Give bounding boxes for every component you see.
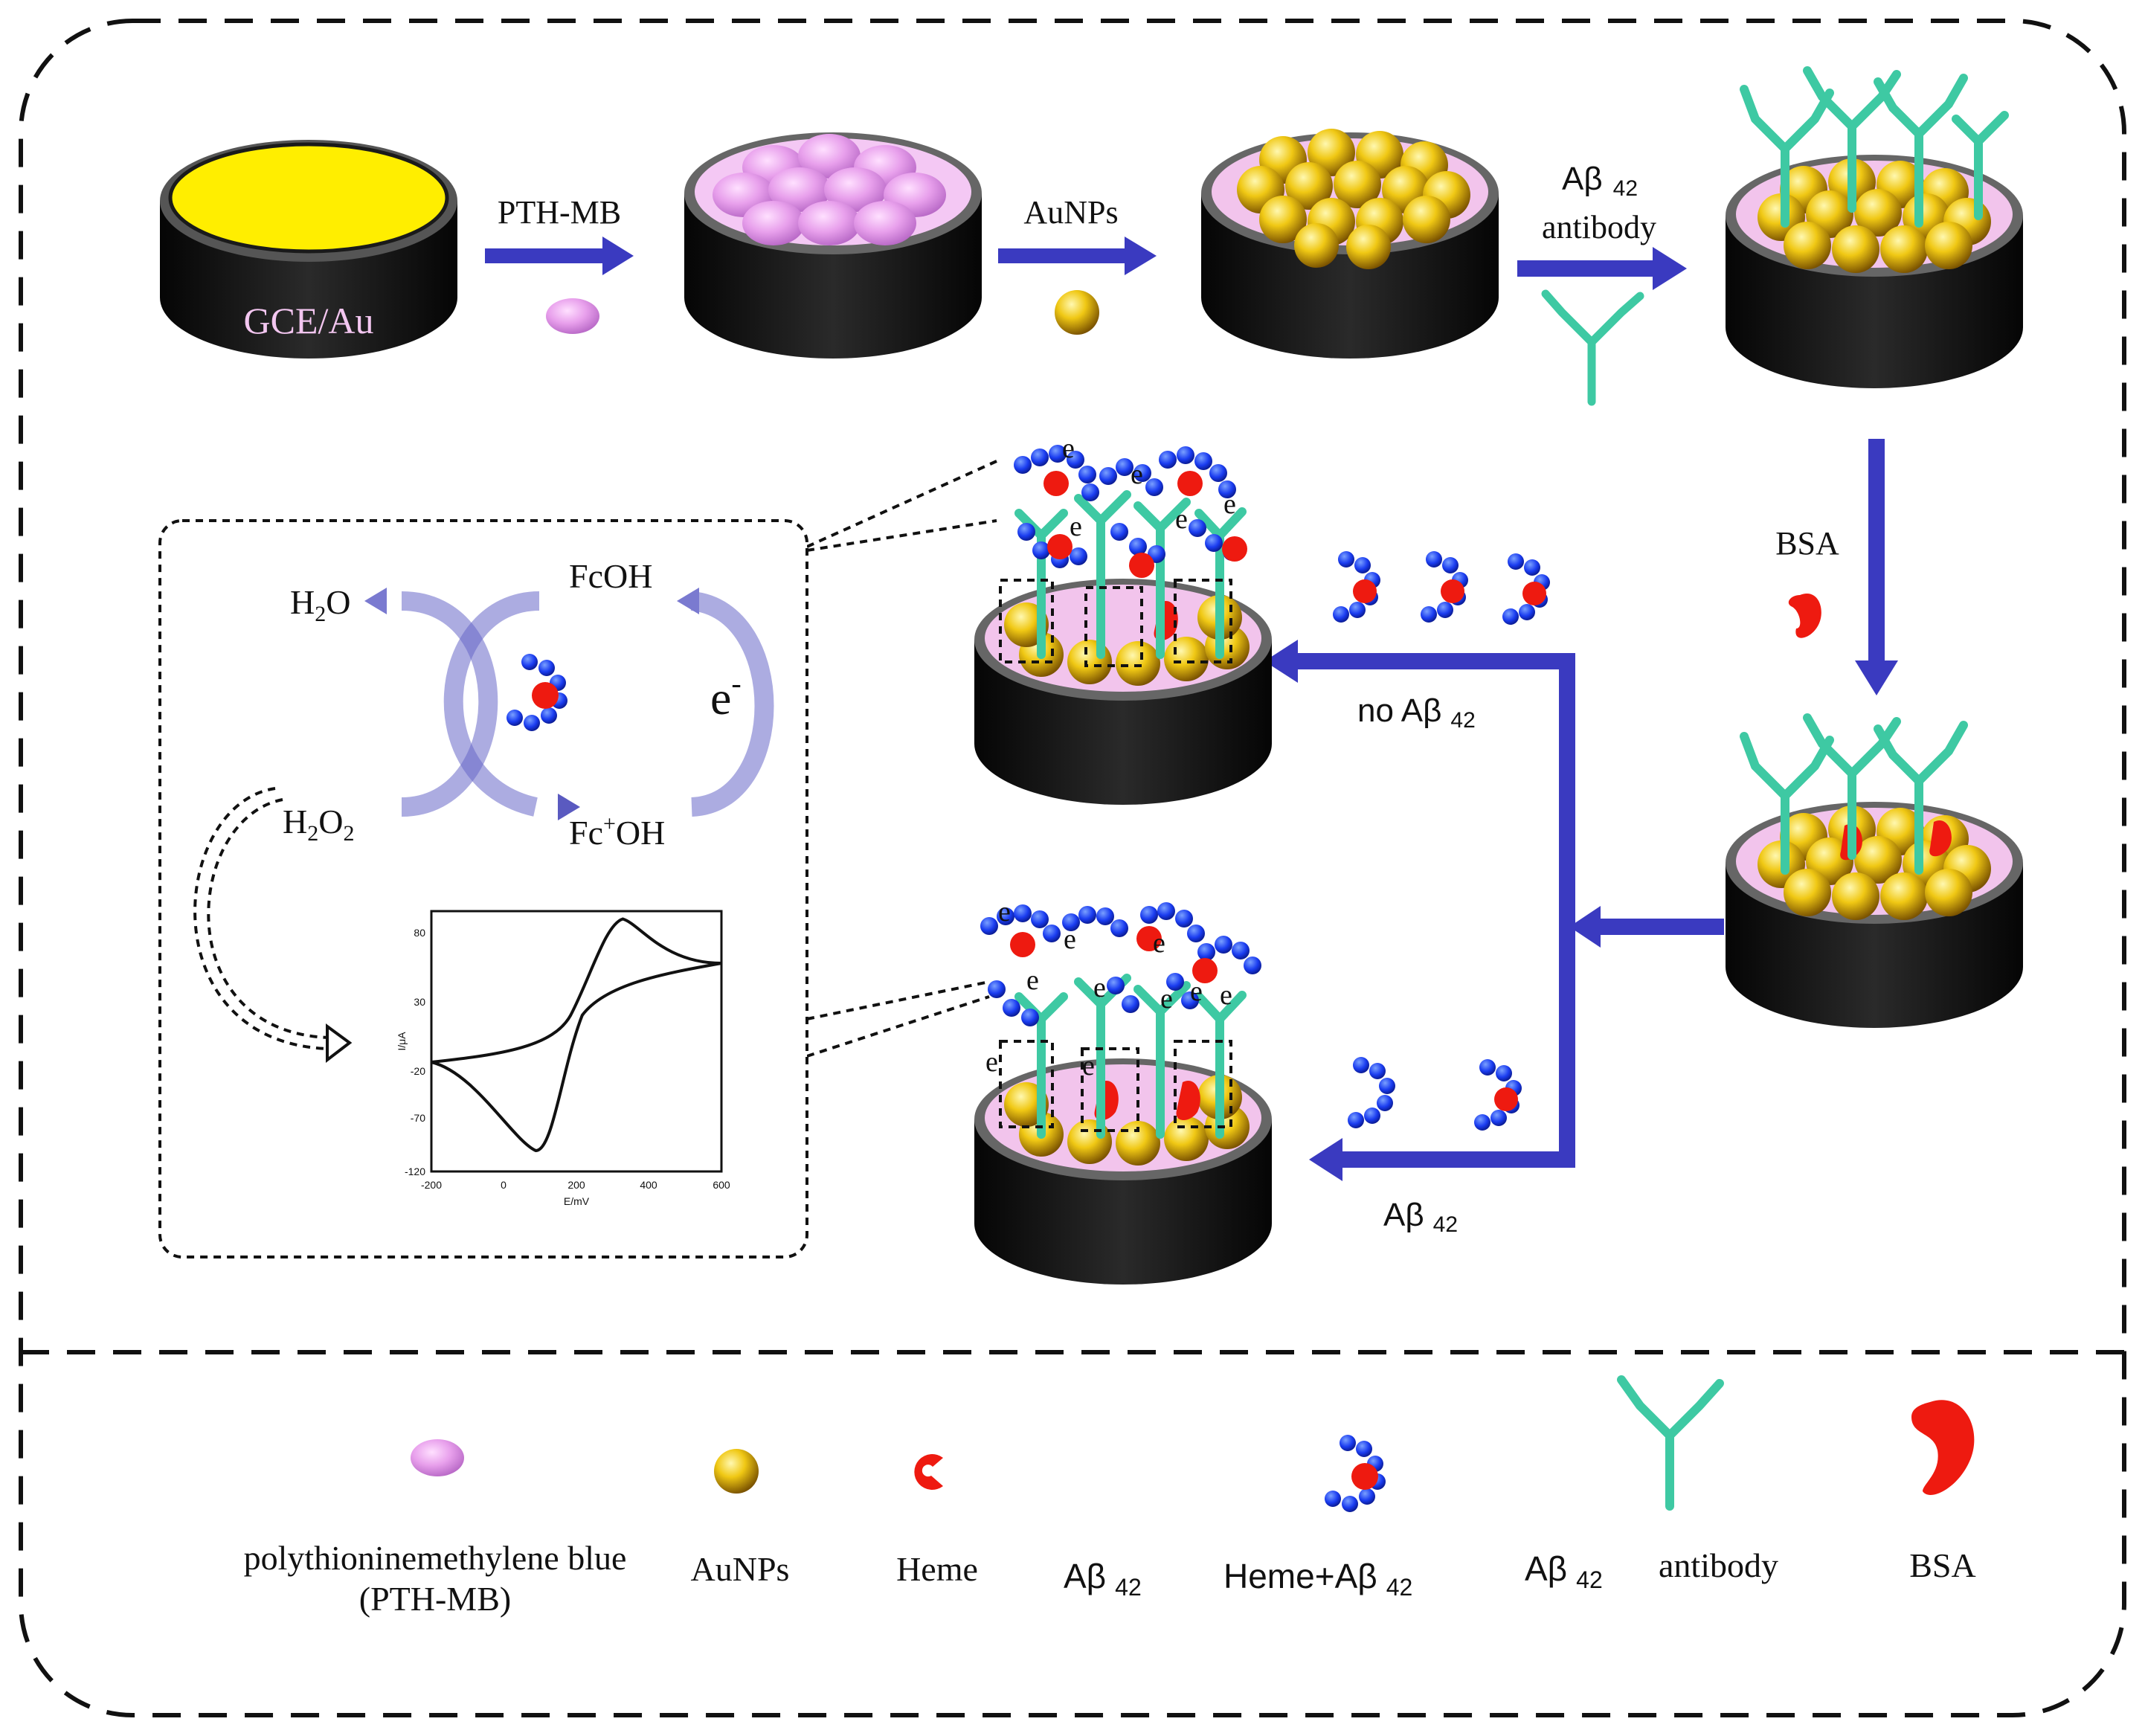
x-tick-labels: -200 0 200 400 600 [421,1179,730,1191]
antibody-icon [1541,289,1644,406]
svg-text:-120: -120 [405,1166,425,1177]
label-fc-plus-oh: Fc+OH [569,811,665,852]
y-tick-labels: 80 30 -20 -70 -120 [405,927,425,1177]
label-fcoh: FcOH [569,557,652,595]
electron-marks-top: e e e e e [1062,433,1236,542]
catalytic-cycle [364,588,774,820]
label-h2o: H2O [290,583,350,626]
arrow-antibody [1517,247,1687,290]
legend-aunp-icon [714,1449,759,1494]
cv-curve [431,917,722,1153]
y-axis-label: I/μA [396,1032,408,1051]
legend-bsa-icon [1911,1400,1975,1495]
x-axis-label: E/mV [564,1195,590,1207]
heme-abeta-cycle-icon [506,654,567,731]
electron-marks-bottom: e e e e e e e e e e [985,896,1232,1081]
electrode-sensor-no-abeta [974,445,1272,805]
svg-text:80: 80 [414,927,425,939]
svg-text:-70: -70 [411,1112,425,1124]
legend-antibody-word: antibody [1659,1546,1778,1584]
step-label-aunps: AuNPs [1023,194,1118,231]
pth-mb-particle-icon [546,298,599,334]
svg-text:400: 400 [640,1179,657,1191]
bsa-icon [1788,594,1821,638]
svg-text:e: e [1153,928,1165,959]
legend-heme-label: Heme [896,1550,978,1588]
svg-text:200: 200 [567,1179,585,1191]
arrow-aunps [998,237,1157,275]
svg-text:0: 0 [501,1179,506,1191]
electrode-4-antibody [1726,66,2023,388]
svg-text:e: e [1160,983,1173,1015]
legend-aunps-label: AuNPs [691,1550,790,1588]
electrode-label: GCE/Au [244,300,374,341]
legend-heme-icon [914,1454,943,1490]
legend-pth-mb-line2: (PTH-MB) [359,1580,511,1618]
svg-text:e: e [1220,980,1232,1011]
svg-text:e: e [985,1047,998,1078]
svg-text:e: e [998,896,1011,928]
electrode-5-bsa [1726,713,2023,1028]
svg-text:e: e [1062,433,1075,464]
svg-text:e: e [1223,489,1236,520]
label-electron: e- [710,666,742,724]
svg-text:e: e [1175,504,1188,535]
step-label-bsa: BSA [1775,525,1839,562]
svg-text:e: e [1093,972,1106,1003]
legend-pth-mb-icon [411,1439,464,1476]
step-label-antibody-word: antibody [1542,209,1656,245]
legend-pth-mb-line1: polythioninemethylene blue [244,1539,627,1577]
svg-text:e: e [1190,976,1203,1007]
outer-frame [19,19,2126,1717]
legend-antibody-icon [1617,1375,1724,1511]
svg-text:30: 30 [414,996,425,1008]
svg-text:e: e [1082,1050,1095,1081]
step-label-pth-mb: PTH-MB [498,194,621,231]
svg-text:-20: -20 [411,1065,425,1077]
arrow-bsa [1855,439,1898,695]
label-h2o2: H2O2 [283,803,354,846]
electrode-1: GCE/Au [160,140,457,359]
svg-text:-200: -200 [421,1179,442,1191]
abeta-and-complex-group-2 [1348,1057,1522,1131]
dashed-curved-arrow [193,787,353,1064]
zoom-connector-lines [806,460,997,1058]
electrode-2-pth-mb [684,132,982,359]
legend-heme-abeta-icon [1325,1435,1386,1512]
electrode-3-aunps [1201,129,1499,359]
svg-text:e: e [1026,965,1039,996]
svg-text:e: e [1070,511,1082,542]
legend-bsa-label: BSA [1909,1546,1975,1584]
arrow-branch [1264,640,1724,1181]
cv-plot: -200 0 200 400 600 80 30 -20 -70 -120 E/… [396,910,730,1207]
aunp-particle-icon [1055,290,1099,335]
electrode-sensor-abeta [974,902,1272,1285]
svg-text:e: e [1064,924,1076,955]
svg-text:e: e [1131,459,1143,490]
svg-text:600: 600 [713,1179,730,1191]
arrow-pth-mb [485,237,634,275]
heme-abeta-complex-group-1 [1333,551,1550,625]
